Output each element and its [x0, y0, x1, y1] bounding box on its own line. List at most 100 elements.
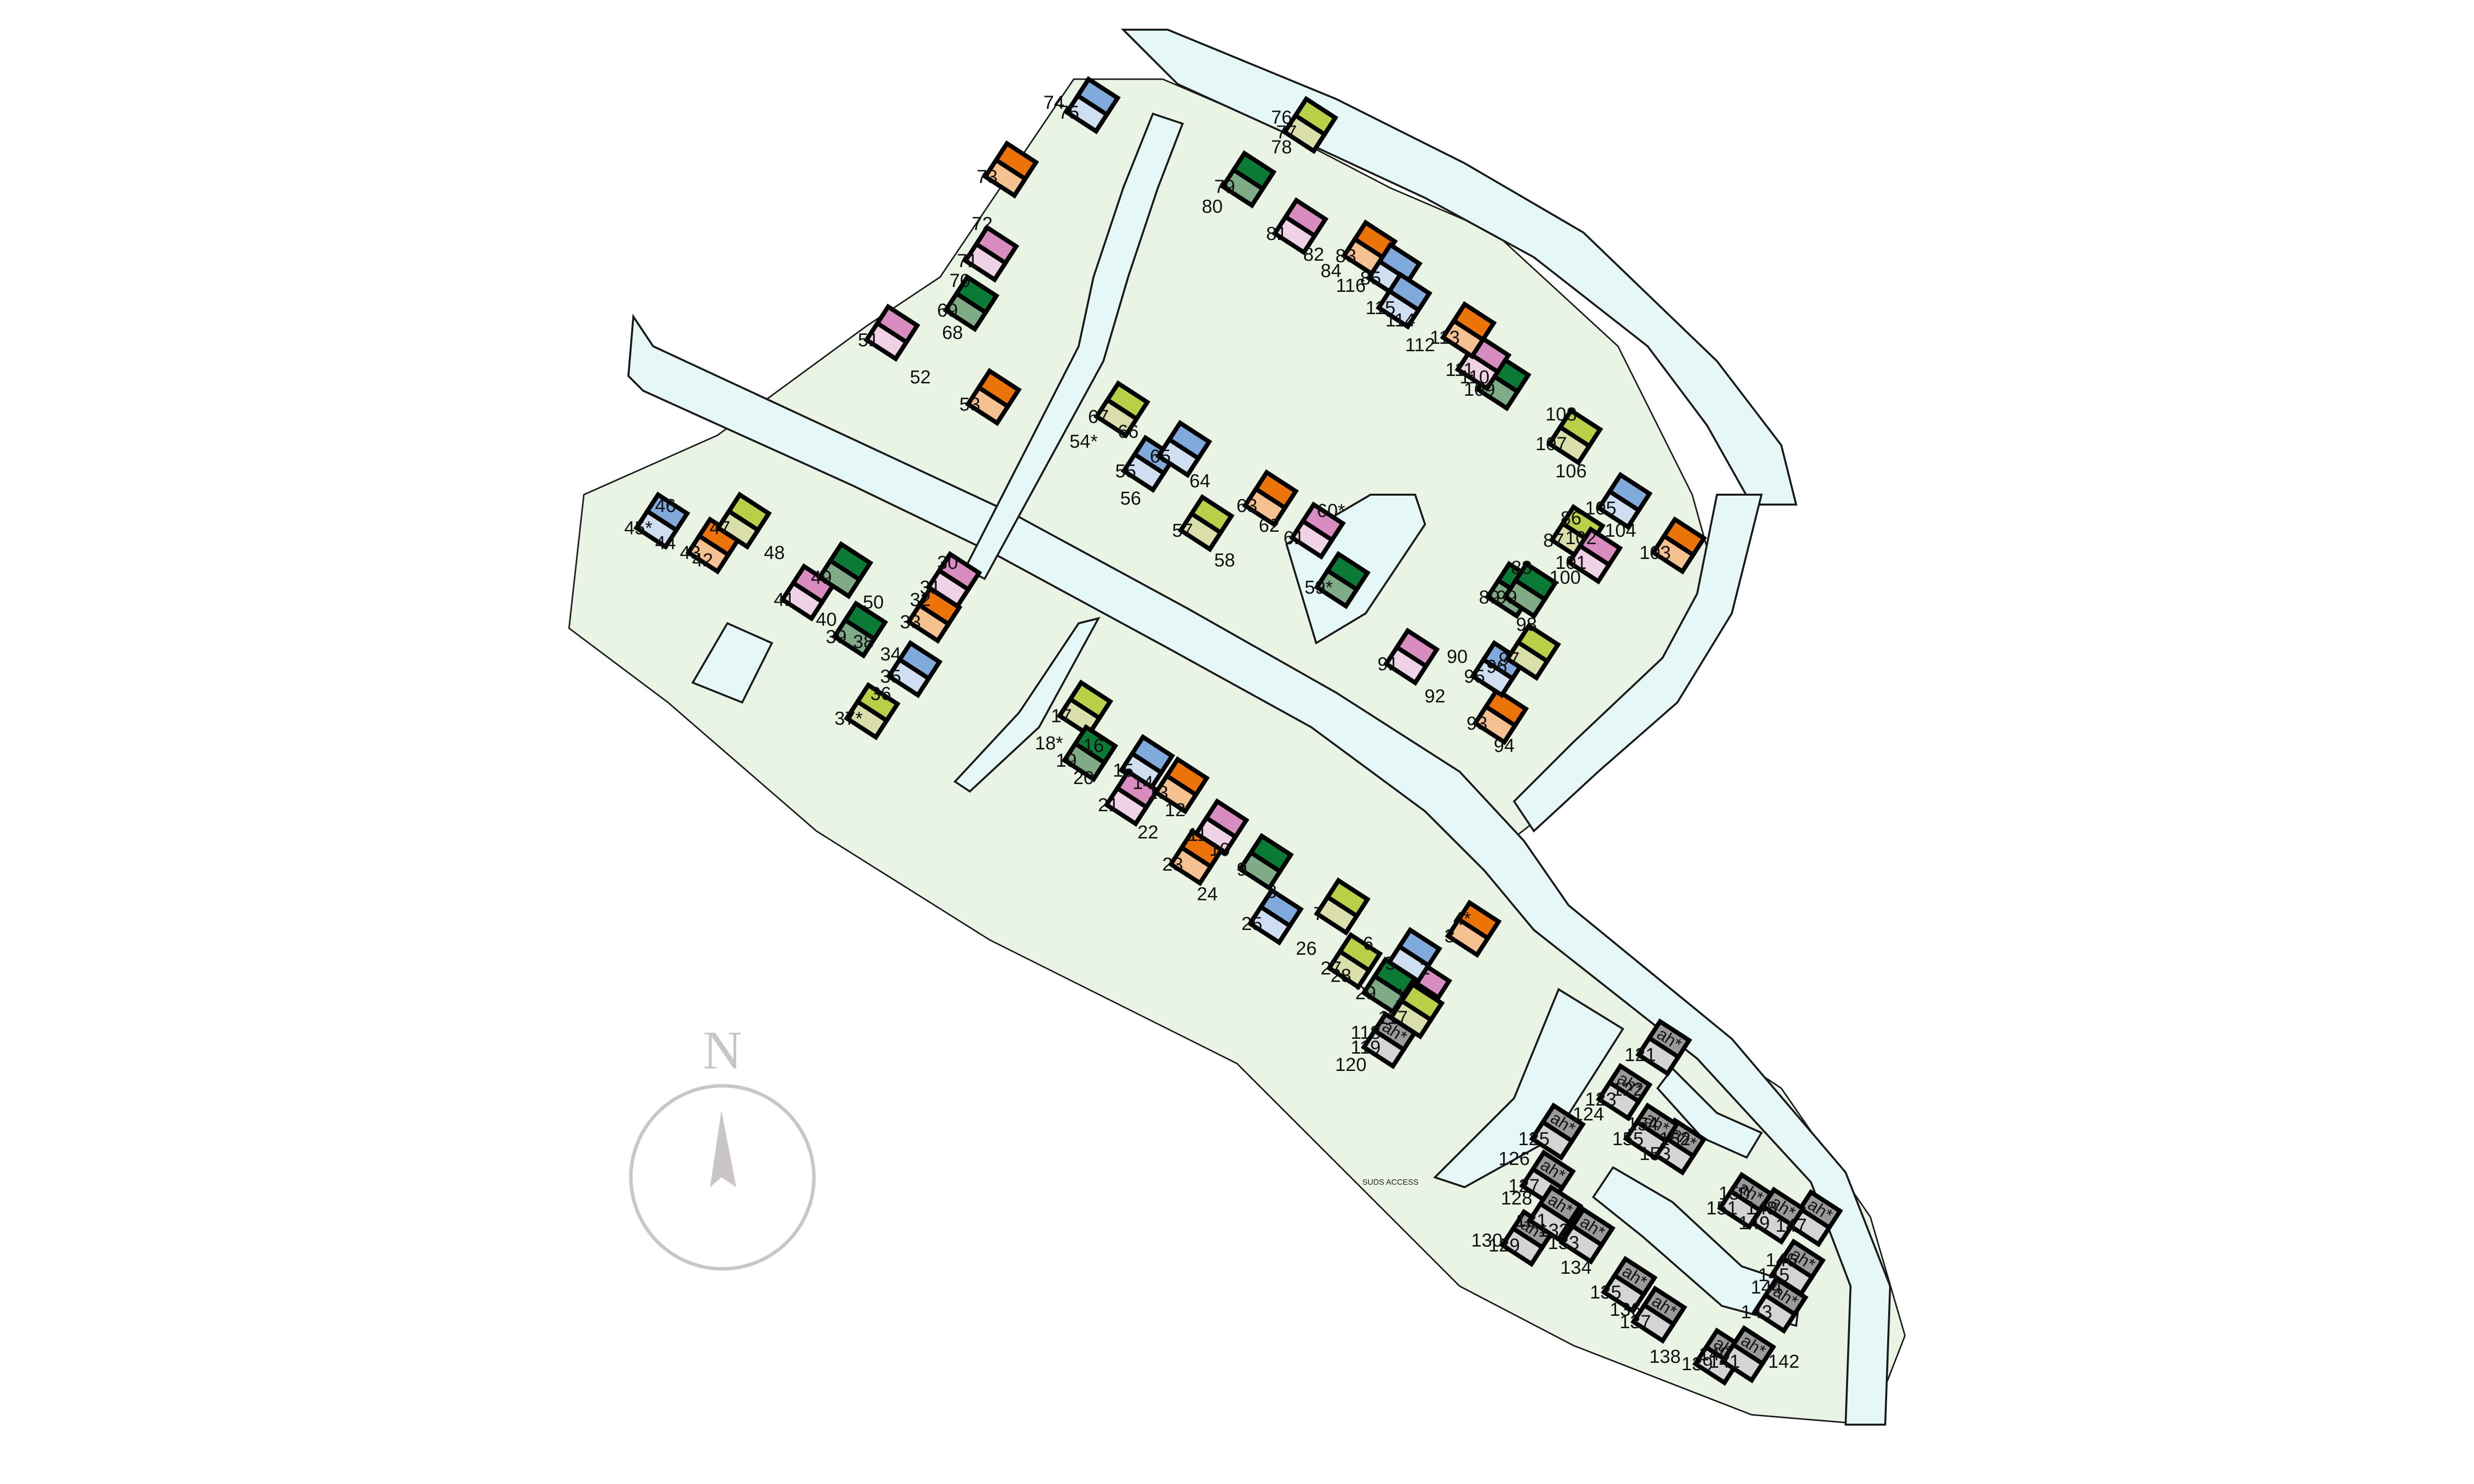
- plot-number: 51: [858, 330, 879, 351]
- plot-number: 6: [1363, 933, 1373, 954]
- plot-number: 55: [1115, 461, 1136, 482]
- plot-number: 22: [1138, 822, 1158, 843]
- plot-number: 101: [1555, 553, 1586, 573]
- plot-number: 86: [1561, 508, 1581, 529]
- plot-number: 36: [870, 684, 891, 704]
- house-block: [1118, 734, 1175, 792]
- plot-labels: 1234*56789101112131415161718*19202122232…: [624, 93, 1807, 1375]
- plot-number: 110: [1460, 367, 1490, 388]
- plot-number: 83: [1335, 246, 1356, 267]
- plot-number: 8: [1266, 881, 1277, 902]
- house-block: [1472, 687, 1529, 745]
- house-block: ah*: [1559, 1206, 1616, 1265]
- plot-number: 128: [1501, 1188, 1532, 1209]
- plot-number: 144: [1751, 1277, 1782, 1298]
- plot-number: 76: [1271, 107, 1292, 128]
- plot-number: 122: [1612, 1079, 1643, 1100]
- plot-number: 97: [1499, 649, 1520, 670]
- house-block: ah*: [1596, 1063, 1653, 1121]
- plot-number: 82: [1303, 244, 1324, 265]
- plot-number: 9: [1237, 859, 1247, 880]
- plot-number: 131: [1516, 1210, 1547, 1231]
- house-block: [943, 274, 999, 332]
- development-land: [568, 78, 1906, 1426]
- plot-number: 127: [1508, 1176, 1539, 1197]
- plot-number: 132: [1538, 1220, 1569, 1241]
- north-label: N: [703, 1020, 742, 1080]
- plot-number: 45*: [624, 518, 652, 539]
- house-block: [886, 640, 943, 698]
- house-block: [1361, 956, 1418, 1015]
- plot-number: 142: [1768, 1351, 1799, 1372]
- plot-number: 105: [1585, 498, 1616, 519]
- plot-number: 64: [1189, 471, 1210, 492]
- plot-number: 155: [1612, 1129, 1643, 1150]
- house-block: [1566, 526, 1623, 585]
- plot-number: 61: [1284, 528, 1304, 549]
- plot-number: 148: [1746, 1198, 1777, 1219]
- plot-number: 90: [1447, 647, 1468, 667]
- plot-number: 141: [1709, 1351, 1740, 1372]
- plot-number: 129: [1488, 1235, 1520, 1256]
- plot-number: 32: [910, 590, 931, 610]
- plot-number: 103: [1639, 543, 1670, 563]
- plot-number: 62: [1259, 515, 1280, 536]
- house-block: [962, 224, 1019, 283]
- plot-number: 130: [1471, 1230, 1502, 1251]
- house-block: ah*: [1769, 1238, 1826, 1297]
- plot-number: 79: [1214, 177, 1235, 197]
- plot-number: 134: [1560, 1257, 1591, 1278]
- plot-number: 78: [1271, 137, 1292, 158]
- plot-number: 30: [937, 553, 958, 573]
- plot-number: 35: [880, 666, 901, 687]
- plot-number: 114: [1385, 310, 1416, 331]
- plot-number: 4*: [1453, 909, 1471, 929]
- plot-number: 124: [1572, 1104, 1604, 1125]
- plot-number: 19: [1056, 750, 1077, 771]
- house-block: [1596, 471, 1653, 530]
- house-block: [1155, 419, 1212, 478]
- plot-number: 67: [1088, 407, 1109, 427]
- plot-number: 99: [1496, 587, 1517, 608]
- plot-number: 95: [1464, 666, 1485, 687]
- plot-number: 3: [1444, 926, 1455, 947]
- plot-number: 154: [1627, 1114, 1658, 1135]
- plot-number: 120: [1335, 1055, 1366, 1075]
- north-arrow-icon: [710, 1111, 736, 1187]
- plot-number: 49: [811, 567, 832, 588]
- plot-number: 115: [1366, 298, 1396, 319]
- plot-number: 84: [1321, 261, 1341, 281]
- plot-number: 10: [1209, 839, 1230, 860]
- plot-number: 5: [1385, 953, 1395, 974]
- house-block: [1502, 560, 1559, 619]
- house-block: [844, 682, 901, 741]
- plot-number: 28: [1331, 966, 1351, 986]
- plot-number: 150: [1718, 1183, 1750, 1204]
- plot-number: 116: [1336, 276, 1366, 296]
- plot-number: 53: [959, 394, 980, 415]
- plot-number: 111: [1445, 360, 1474, 380]
- plot-number: 98: [1516, 614, 1537, 635]
- plot-number: 138: [1649, 1346, 1680, 1367]
- house-block: [1314, 877, 1371, 936]
- plot-number: 39: [826, 627, 847, 648]
- plot-number: 81: [1266, 224, 1287, 244]
- plot-number: 71: [957, 251, 978, 272]
- plot-number: 44: [655, 533, 676, 554]
- house-block: [1388, 981, 1445, 1040]
- house-block: [1376, 271, 1432, 330]
- house-block: [905, 585, 962, 644]
- house-block: [1094, 380, 1150, 439]
- house-block: [1153, 756, 1210, 815]
- plot-number: 23: [1162, 854, 1183, 875]
- plot-number: 147: [1775, 1215, 1807, 1236]
- plot-number: 143: [1741, 1302, 1772, 1323]
- plot-number: 88: [1511, 557, 1532, 578]
- plot-number: 63: [1237, 496, 1257, 516]
- plot-number: 41: [774, 590, 795, 610]
- house-block: [1445, 899, 1502, 958]
- svg-text:SUDS ACCESS: SUDS ACCESS: [1362, 1178, 1419, 1187]
- plot-number: 121: [1624, 1045, 1656, 1066]
- plot-number: 47: [710, 518, 730, 539]
